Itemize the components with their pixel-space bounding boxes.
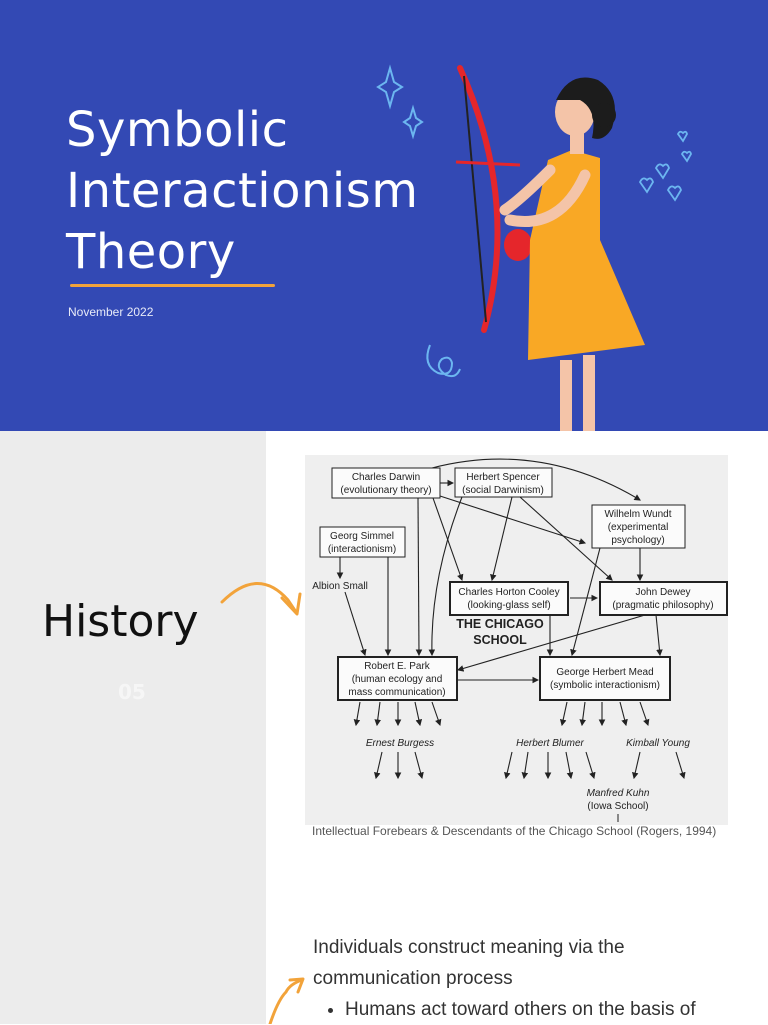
- label-manfred-kuhn: Manfred Kuhn: [587, 788, 650, 799]
- box-park: mass communication): [348, 687, 445, 698]
- box-spencer: (social Darwinism): [462, 485, 544, 496]
- intro-line: Individuals construct meaning via the: [313, 937, 625, 958]
- bow-icon: [457, 65, 501, 333]
- title-line: Theory: [66, 224, 236, 280]
- intro-line: communication process: [313, 968, 513, 989]
- box-wundt: (experimental: [608, 522, 669, 533]
- arrow-icon: [288, 977, 305, 994]
- title-slide: Symbolic Interactionism Theory November …: [0, 0, 768, 431]
- box-simmel: Georg Simmel: [330, 531, 394, 542]
- box-dewey: (pragmatic philosophy): [612, 600, 713, 611]
- box-park: Robert E. Park: [364, 661, 431, 672]
- woman-with-bow-illustration: [376, 64, 692, 431]
- label-chicago-school: SCHOOL: [473, 633, 527, 647]
- bullet-item: Humans act toward others on the basis of: [345, 994, 696, 1025]
- chicago-school-diagram: Charles Darwin (evolutionary theory) Her…: [305, 455, 728, 825]
- arrow-icon: [280, 592, 302, 616]
- box-park: (human ecology and: [352, 674, 443, 685]
- title-line: Symbolic: [66, 102, 289, 158]
- box-darwin: (evolutionary theory): [340, 485, 431, 496]
- diagram-boxes: [319, 467, 728, 701]
- left-panel: [0, 431, 266, 1024]
- slide-title: Symbolic Interactionism Theory: [66, 100, 419, 283]
- arrow-icon: [220, 582, 298, 614]
- title-line: Interactionism: [66, 163, 419, 219]
- sparkle-icon: [376, 64, 404, 110]
- box-spencer: Herbert Spencer: [466, 472, 540, 483]
- assumptions-text: Individuals construct meaning via the co…: [313, 932, 696, 1025]
- title-underline: [70, 284, 275, 287]
- box-mead: George Herbert Mead: [556, 667, 653, 678]
- label-herbert-blumer: Herbert Blumer: [516, 738, 584, 749]
- label-albion-small: Albion Small: [312, 581, 368, 592]
- swirl-icon: [426, 344, 461, 378]
- bullet-list: Humans act toward others on the basis of: [313, 994, 696, 1025]
- label-iowa-school: (Iowa School): [587, 801, 648, 812]
- box-darwin: Charles Darwin: [352, 472, 420, 483]
- box-dewey: John Dewey: [635, 587, 690, 598]
- hearts-icon: [638, 130, 692, 202]
- label-chicago-school: THE CHICAGO: [456, 617, 544, 631]
- box-mead: (symbolic interactionism): [550, 680, 660, 691]
- box-wundt: Wilhelm Wundt: [604, 509, 671, 520]
- diagram-arrows: [336, 458, 686, 780]
- slide-number: 05: [118, 680, 146, 704]
- box-wundt: psychology): [611, 535, 664, 546]
- box-simmel: (interactionism): [328, 544, 396, 555]
- box-cooley: Charles Horton Cooley: [458, 587, 559, 598]
- slide-date: November 2022: [68, 305, 154, 319]
- diagram-svg: Charles Darwin (evolutionary theory) Her…: [312, 458, 728, 822]
- arrow-icon: [268, 978, 304, 1024]
- sparkle-icon: [402, 104, 424, 140]
- figure-caption: Intellectual Forebears & Descendants of …: [312, 824, 717, 838]
- box-cooley: (looking-glass self): [467, 600, 550, 611]
- label-ernest-burgess: Ernest Burgess: [366, 738, 434, 749]
- label-kimball-young: Kimball Young: [626, 738, 690, 749]
- section-heading-history: History: [42, 596, 199, 647]
